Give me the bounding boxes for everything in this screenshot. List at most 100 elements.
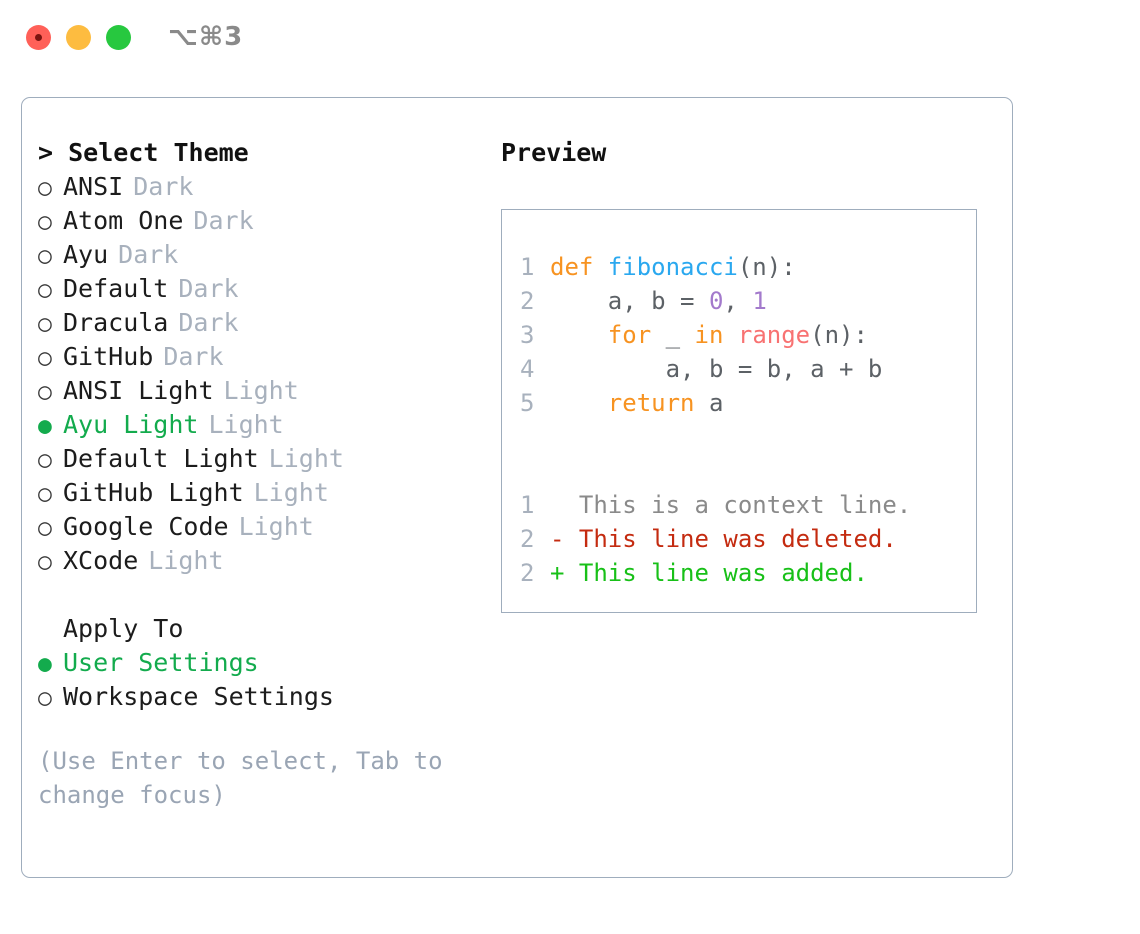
code-token: return (607, 389, 695, 417)
line-number: 2 (520, 559, 535, 587)
radio-unselected-icon: ○ (38, 515, 52, 541)
radio-unselected-icon: ○ (38, 481, 52, 507)
theme-variant-tag: Light (238, 512, 314, 541)
code-token: a, b = (550, 287, 709, 315)
diff-line: 2+ This line was added. (520, 556, 976, 590)
theme-variant-tag: Light (148, 546, 224, 575)
theme-variant-tag: Light (223, 376, 299, 405)
diff-text: This line was added. (578, 559, 868, 587)
line-number: 4 (520, 355, 535, 383)
code-spacer (520, 454, 976, 488)
code-line: 1 def fibonacci(n): (520, 250, 976, 284)
apply-to-option-label: Workspace Settings (63, 682, 334, 711)
code-token: 0 (708, 287, 724, 315)
maximize-button-icon[interactable] (106, 25, 131, 50)
theme-option-label: Atom One (63, 206, 184, 235)
line-number: 1 (520, 253, 535, 281)
theme-option[interactable]: ○ XCode Light (38, 544, 488, 578)
keyboard-hint-text: (Use Enter to select, Tab to change focu… (38, 747, 443, 809)
code-token: in (694, 321, 724, 349)
line-number: 2 (520, 287, 535, 315)
code-line: 4 a, b = b, a + b (520, 352, 976, 386)
theme-option-label: Ayu Light (63, 410, 199, 439)
theme-option-label: ANSI (63, 172, 124, 201)
theme-variant-tag: Dark (178, 308, 239, 337)
diff-sample: 1 This is a context line. 2- This line wa… (520, 488, 976, 590)
code-token: range (737, 321, 811, 349)
theme-option-label: Google Code (63, 512, 229, 541)
apply-to-option-label: User Settings (63, 648, 259, 677)
page-title: > Select Theme (38, 138, 249, 167)
theme-option-label: Default (63, 274, 169, 303)
diff-line: 2- This line was deleted. (520, 522, 976, 556)
line-number: 5 (520, 389, 535, 417)
radio-unselected-icon: ○ (38, 685, 52, 711)
theme-option[interactable]: ○ Default Dark (38, 272, 488, 306)
theme-variant-tag: Light (268, 444, 344, 473)
radio-unselected-icon: ○ (38, 277, 52, 303)
theme-option[interactable]: ● Ayu Light Light (38, 408, 488, 442)
code-token: a (694, 389, 724, 417)
radio-unselected-icon: ○ (38, 379, 52, 405)
code-token: for (607, 321, 652, 349)
code-token (550, 321, 608, 349)
diff-text: This line was deleted. (578, 525, 897, 553)
radio-unselected-icon: ○ (38, 549, 52, 575)
code-line: 3 for _ in range(n): (520, 318, 976, 352)
code-text: a, b = 0, 1 (550, 284, 767, 318)
theme-option-label: Dracula (63, 308, 169, 337)
theme-variant-tag: Dark (118, 240, 179, 269)
theme-option-label: XCode (63, 546, 139, 575)
code-line: 5 return a (520, 386, 976, 420)
diff-marker (550, 488, 579, 522)
traffic-lights (26, 25, 131, 50)
theme-variant-tag: Dark (163, 342, 224, 371)
theme-option[interactable]: ○ Default Light Light (38, 442, 488, 476)
line-number: 1 (520, 491, 535, 519)
theme-variant-tag: Dark (193, 206, 254, 235)
theme-option[interactable]: ○ Google Code Light (38, 510, 488, 544)
code-text: def fibonacci(n): (550, 250, 796, 284)
spacer (38, 578, 488, 612)
theme-option[interactable]: ○ ANSI Dark (38, 170, 488, 204)
title-bar: ⌥⌘3 (0, 0, 1140, 78)
code-token: 1 (752, 287, 767, 315)
diff-marker: - (550, 525, 579, 553)
apply-to-option[interactable]: ●User Settings (38, 646, 488, 680)
code-token: fibonacci (607, 253, 738, 281)
theme-option-label: GitHub Light (63, 478, 244, 507)
line-number: 2 (520, 525, 535, 553)
code-token (723, 321, 737, 349)
code-token (550, 389, 608, 417)
code-token: , (723, 287, 753, 315)
code-token: _ (651, 321, 695, 349)
theme-option[interactable]: ○ Dracula Dark (38, 306, 488, 340)
code-token: (n): (737, 253, 796, 281)
radio-unselected-icon: ○ (38, 209, 52, 235)
theme-variant-tag: Dark (178, 274, 239, 303)
close-button-icon[interactable] (26, 25, 51, 50)
preview-title: Preview (501, 138, 607, 167)
theme-option[interactable]: ○ Atom One Dark (38, 204, 488, 238)
theme-variant-tag: Dark (133, 172, 194, 201)
code-token: def (550, 253, 608, 281)
apply-to-heading: Apply To (63, 614, 184, 643)
radio-selected-icon: ● (38, 413, 52, 439)
code-spacer (520, 420, 976, 454)
diff-text: This is a context line. (578, 491, 912, 519)
radio-unselected-icon: ○ (38, 447, 52, 473)
radio-unselected-icon: ○ (38, 311, 52, 337)
theme-variant-tag: Light (208, 410, 284, 439)
apply-to-option[interactable]: ○ Workspace Settings (38, 680, 488, 714)
apply-to-option-list: ●User Settings ○ Workspace Settings (38, 646, 488, 714)
minimize-button-icon[interactable] (66, 25, 91, 50)
radio-unselected-icon: ○ (38, 175, 52, 201)
theme-option-label: Default Light (63, 444, 259, 473)
